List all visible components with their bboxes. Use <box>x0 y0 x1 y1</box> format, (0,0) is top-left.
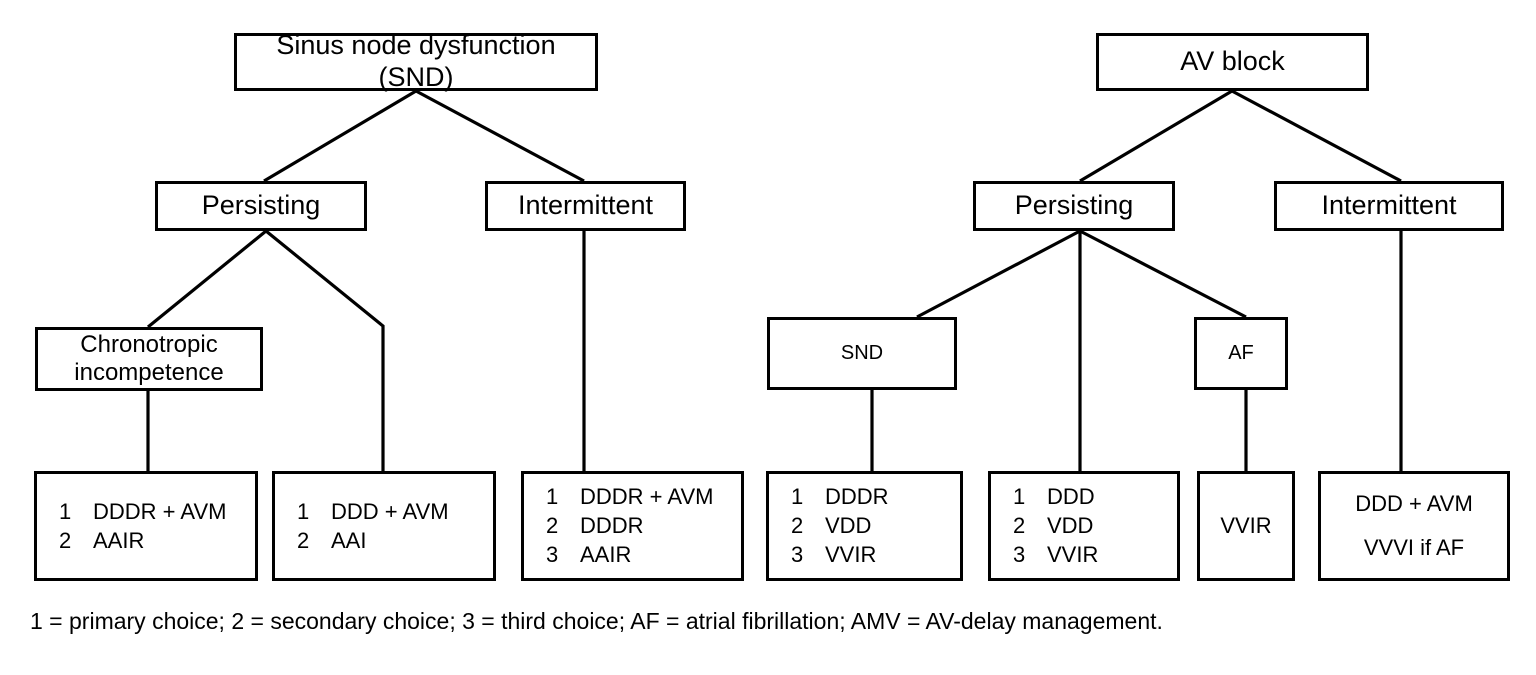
option-text: VVIR <box>1047 541 1099 567</box>
option-row: 3 VVIR <box>791 542 960 568</box>
option-number: 1 <box>1013 484 1026 510</box>
node-av-block[interactable]: AV block <box>1096 33 1369 91</box>
option-row: 2 AAI <box>297 528 493 554</box>
node-label: Sinus node dysfunction (SND) <box>276 30 556 92</box>
option-row: 1 DDDR + AVM <box>546 484 741 510</box>
option-text: VVIR <box>825 541 877 567</box>
node-right-snd[interactable]: SND <box>767 317 957 390</box>
node-label: Persisting <box>201 190 321 221</box>
option-number: 1 <box>59 498 72 524</box>
figure-footnote: 1 = primary choice; 2 = secondary choice… <box>30 608 1163 634</box>
option-text: AAIR <box>93 527 145 553</box>
edge-avblock-to-persisting <box>1079 89 1233 183</box>
option-number: 1 <box>546 484 559 510</box>
node-label: SND <box>840 341 884 364</box>
option-row: 1 DDD + AVM <box>297 499 493 525</box>
option-number: 2 <box>546 513 559 539</box>
option-number: 2 <box>1013 513 1026 539</box>
node-sinus-node-dysfunction[interactable]: Sinus node dysfunction (SND) <box>234 30 598 92</box>
option-text: DDD + AVM <box>331 498 449 524</box>
options-list: 1 DDDR 2 VDD 3 VVIR <box>791 481 960 571</box>
node-label: AF <box>1228 341 1254 364</box>
options-chronotropic-incompetence[interactable]: 1 DDDR + AVM 2 AAIR <box>34 471 258 581</box>
option-text: DDDR + AVM <box>580 484 714 510</box>
option-row: 2 VDD <box>1013 513 1177 539</box>
node-label: Chronotropic incompetence <box>74 330 224 386</box>
node-label: Intermittent <box>517 190 654 221</box>
option-text: DDD <box>1047 484 1095 510</box>
option-text: DDD + AVM <box>1355 491 1473 517</box>
option-row: 2 VDD <box>791 513 960 539</box>
options-right-snd[interactable]: 1 DDDR 2 VDD 3 VVIR <box>766 471 963 581</box>
node-label: AV block <box>1180 46 1285 77</box>
node-left-intermittent[interactable]: Intermittent <box>485 181 686 231</box>
options-list: 1 DDD + AVM 2 AAI <box>297 496 493 557</box>
option-number: 2 <box>297 527 310 553</box>
option-text: DDDR <box>580 513 644 539</box>
option-text: AAI <box>331 527 367 553</box>
edge-snd-to-intermittent <box>415 89 585 183</box>
option-row: 1 DDD <box>1013 484 1177 510</box>
options-left-intermittent[interactable]: 1 DDDR + AVM 2 DDDR 3 AAIR <box>521 471 744 581</box>
edge-persisting-to-chronotropic <box>146 229 268 329</box>
option-text: VDD <box>825 513 872 539</box>
option-text: VDD <box>1047 513 1094 539</box>
edge-persisting-to-af <box>1079 229 1247 319</box>
option-text: AAIR <box>580 541 632 567</box>
options-list: 1 DDDR + AVM 2 AAIR <box>59 496 255 557</box>
node-label: Intermittent <box>1321 190 1457 221</box>
node-left-persisting[interactable]: Persisting <box>155 181 367 231</box>
option-row: 3 VVIR <box>1013 542 1177 568</box>
option-text: VVVI if AF <box>1363 535 1465 560</box>
options-list: 1 DDD 2 VDD 3 VVIR <box>1013 481 1177 571</box>
option-number: 2 <box>791 513 804 539</box>
option-number: 3 <box>1013 541 1026 567</box>
option-row: 2 DDDR <box>546 513 741 539</box>
option-text: DDDR + AVM <box>93 498 227 524</box>
option-number: 1 <box>297 498 310 524</box>
node-right-intermittent[interactable]: Intermittent <box>1274 181 1504 231</box>
option-row: 1 DDDR <box>791 484 960 510</box>
edge-persisting-to-snd <box>916 229 1081 319</box>
option-number: 1 <box>791 484 804 510</box>
option-number: 3 <box>546 541 559 567</box>
node-label: Persisting <box>1014 190 1134 221</box>
options-left-persisting[interactable]: 1 DDD + AVM 2 AAI <box>272 471 496 581</box>
edge-avblock-to-intermittent <box>1231 89 1402 183</box>
node-right-af[interactable]: AF <box>1194 317 1288 390</box>
option-text: VVIR <box>1220 513 1272 539</box>
option-row: 2 AAIR <box>59 528 255 554</box>
option-number: 2 <box>59 527 72 553</box>
options-list: 1 DDDR + AVM 2 DDDR 3 AAIR <box>546 481 741 571</box>
node-right-persisting[interactable]: Persisting <box>973 181 1175 231</box>
option-row: 1 DDDR + AVM <box>59 499 255 525</box>
options-right-af[interactable]: VVIR <box>1197 471 1295 581</box>
option-row: 3 AAIR <box>546 542 741 568</box>
options-right-persisting[interactable]: 1 DDD 2 VDD 3 VVIR <box>988 471 1180 581</box>
edge-snd-to-persisting <box>263 89 417 183</box>
node-chronotropic-incompetence[interactable]: Chronotropic incompetence <box>35 327 263 391</box>
edge-persisting-to-ddd-options <box>264 229 385 471</box>
option-text: DDDR <box>825 484 889 510</box>
options-right-intermittent[interactable]: DDD + AVM VVVI if AF <box>1318 471 1510 581</box>
option-number: 3 <box>791 541 804 567</box>
